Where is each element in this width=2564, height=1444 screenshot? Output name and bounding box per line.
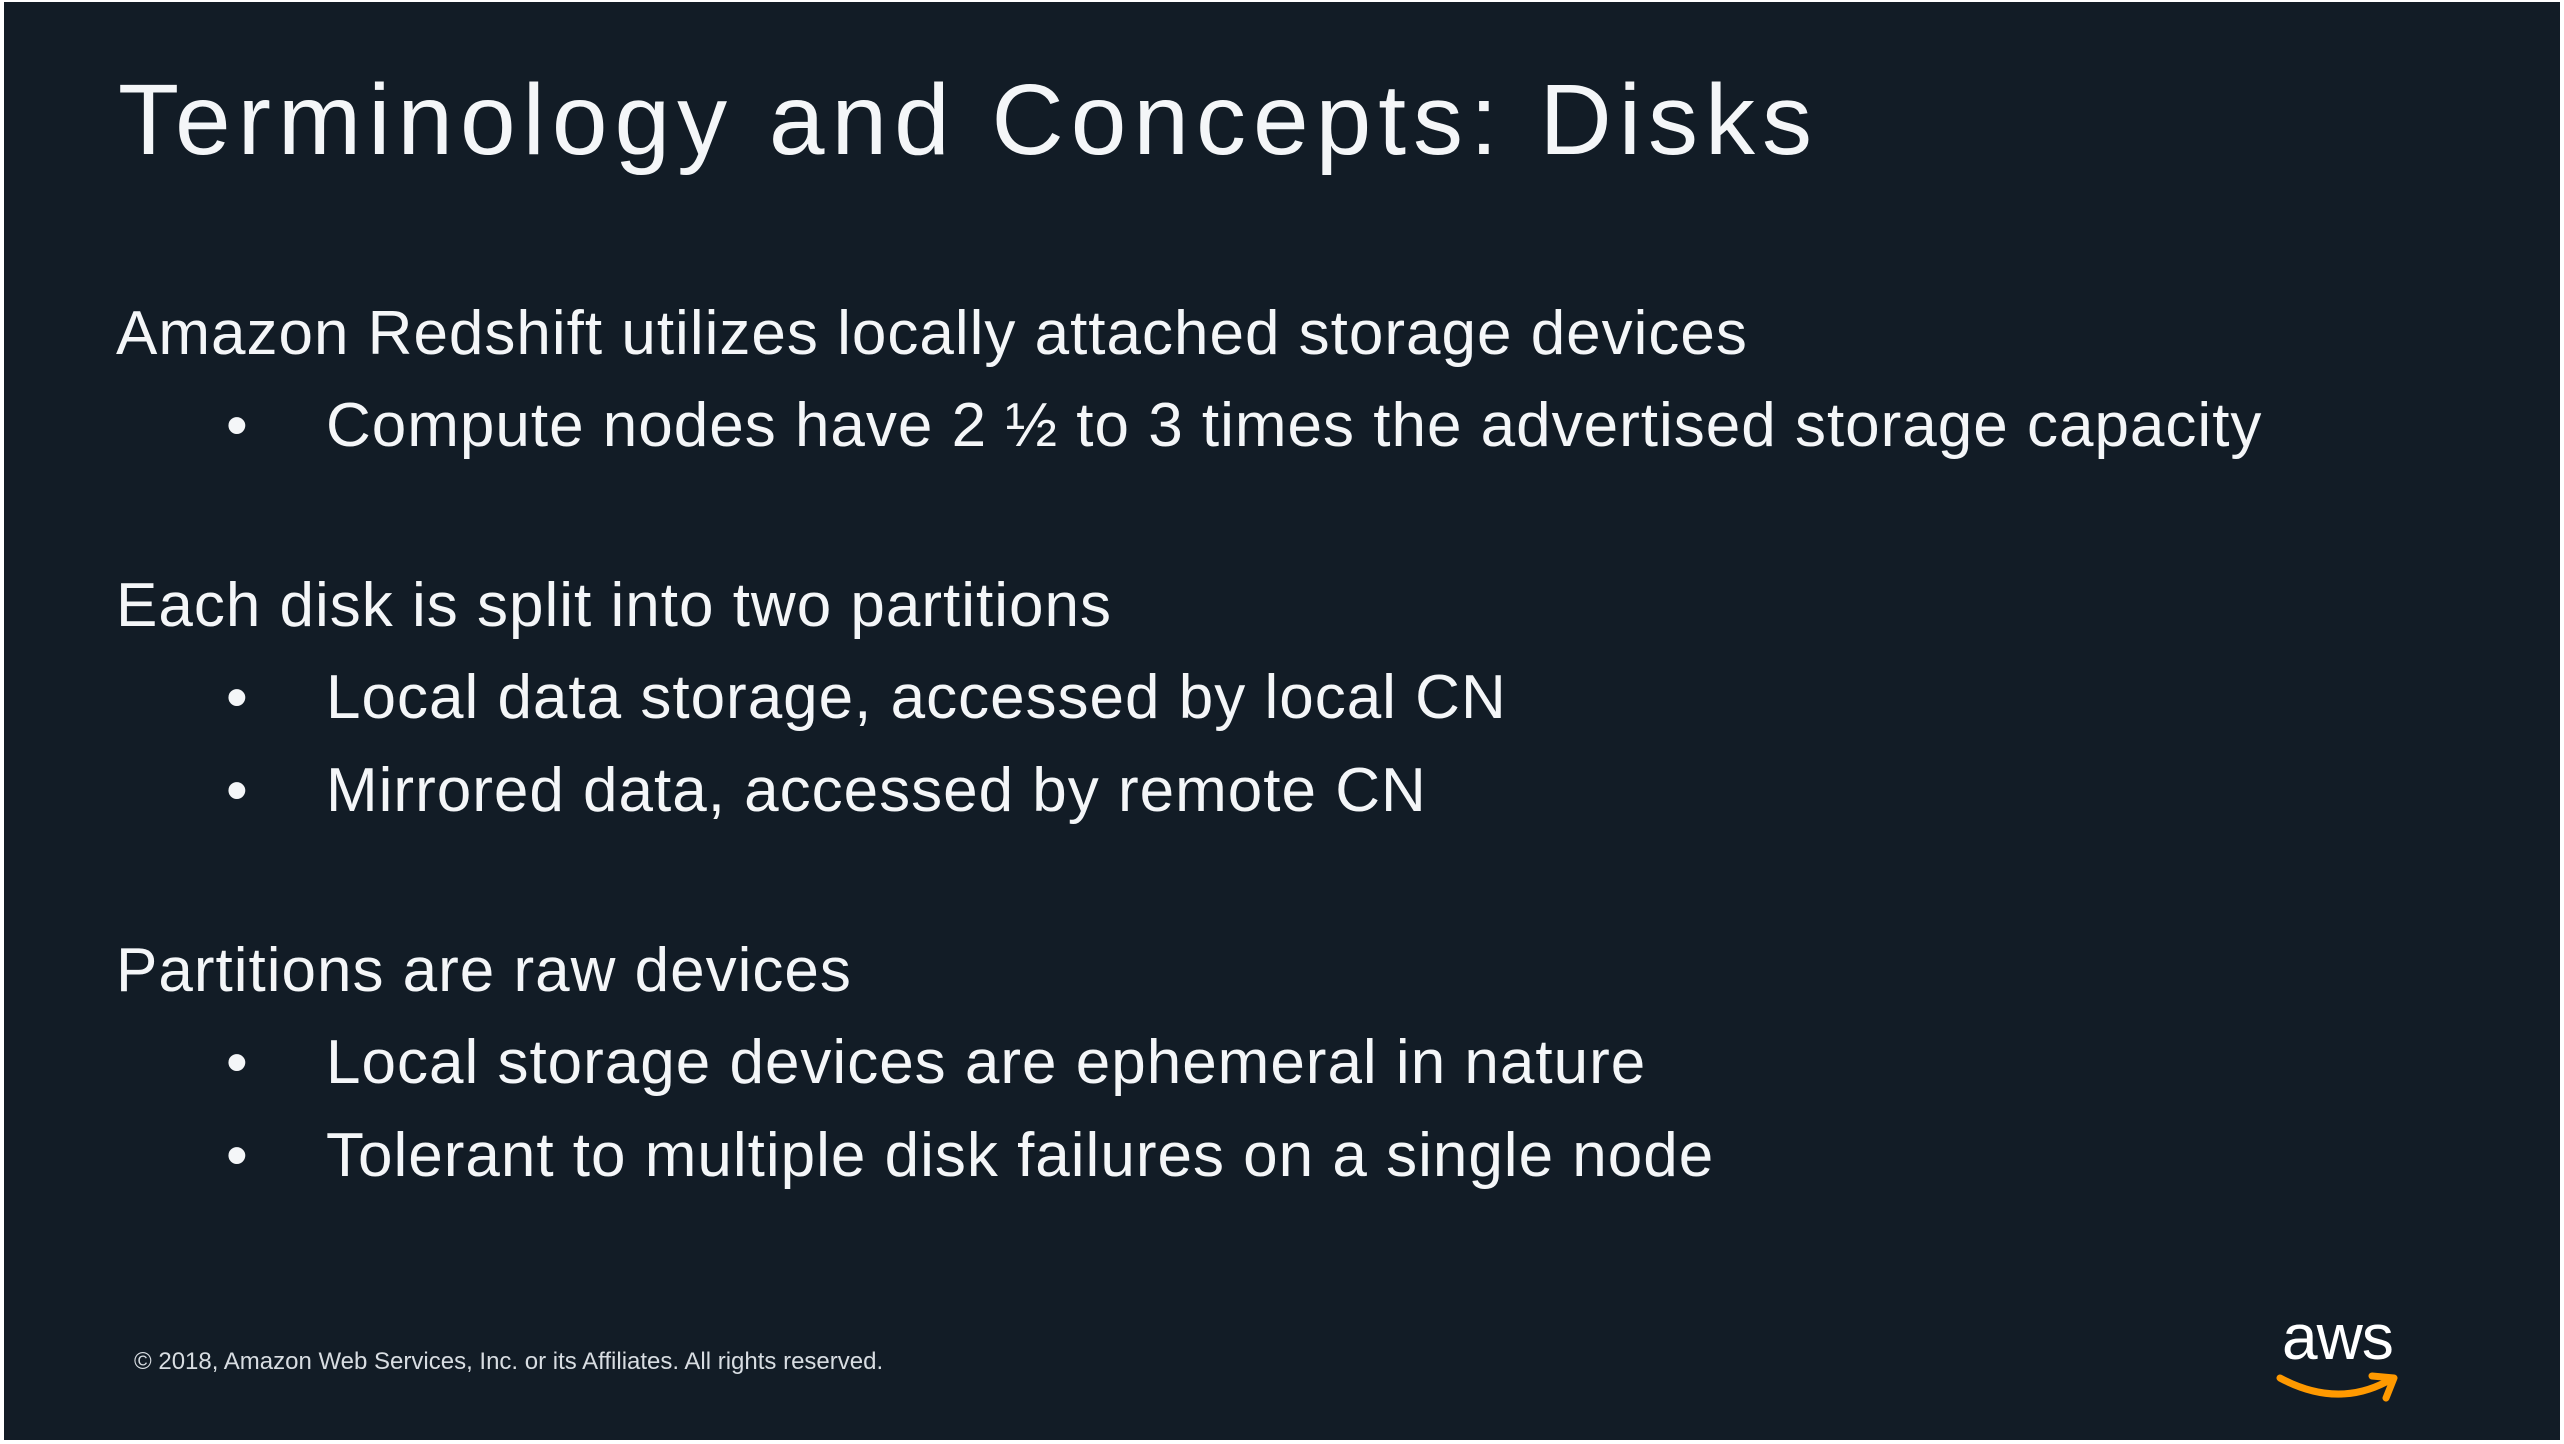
aws-logo: aws (2274, 1302, 2414, 1412)
bullet-text: Local storage devices are ephemeral in n… (326, 1028, 1647, 1097)
copyright-footer: © 2018, Amazon Web Services, Inc. or its… (134, 1348, 884, 1375)
bullet-list: • Local storage devices are ephemeral in… (116, 1023, 2416, 1196)
section-raw-devices: Partitions are raw devices • Local stora… (116, 931, 2416, 1196)
section-heading: Partitions are raw devices (116, 936, 852, 1005)
slide-content: Amazon Redshift utilizes locally attache… (116, 294, 2416, 1296)
bullet-dot-icon: • (226, 391, 249, 460)
bullet-text: Mirrored data, accessed by remote CN (326, 756, 1427, 825)
bullet-dot-icon: • (226, 663, 249, 732)
bullet-dot-icon: • (226, 756, 249, 825)
bullet-dot-icon: • (226, 1028, 249, 1097)
bullet-text: Compute nodes have 2 ½ to 3 times the ad… (326, 391, 2263, 460)
bullet-text: Tolerant to multiple disk failures on a … (326, 1121, 1715, 1190)
aws-logo-text: aws (2282, 1301, 2394, 1373)
slide-title: Terminology and Concepts: Disks (118, 64, 1819, 176)
bullet-dot-icon: • (226, 1121, 249, 1190)
bullet-list: • Local data storage, accessed by local … (116, 658, 2416, 831)
aws-smile-icon (2276, 1372, 2398, 1402)
section-heading: Each disk is split into two partitions (116, 571, 1112, 640)
bullet-item: • Local storage devices are ephemeral in… (116, 1023, 2326, 1103)
bullet-item: • Local data storage, accessed by local … (116, 658, 2326, 738)
bullet-list: • Compute nodes have 2 ½ to 3 times the … (116, 386, 2416, 466)
section-storage-devices: Amazon Redshift utilizes locally attache… (116, 294, 2416, 466)
bullet-item: • Compute nodes have 2 ½ to 3 times the … (116, 386, 2326, 466)
section-partitions: Each disk is split into two partitions •… (116, 566, 2416, 831)
bullet-item: • Tolerant to multiple disk failures on … (116, 1116, 2326, 1196)
section-heading: Amazon Redshift utilizes locally attache… (116, 299, 1748, 368)
bullet-item: • Mirrored data, accessed by remote CN (116, 751, 2326, 831)
slide: Terminology and Concepts: Disks Amazon R… (4, 2, 2560, 1440)
bullet-text: Local data storage, accessed by local CN (326, 663, 1507, 732)
